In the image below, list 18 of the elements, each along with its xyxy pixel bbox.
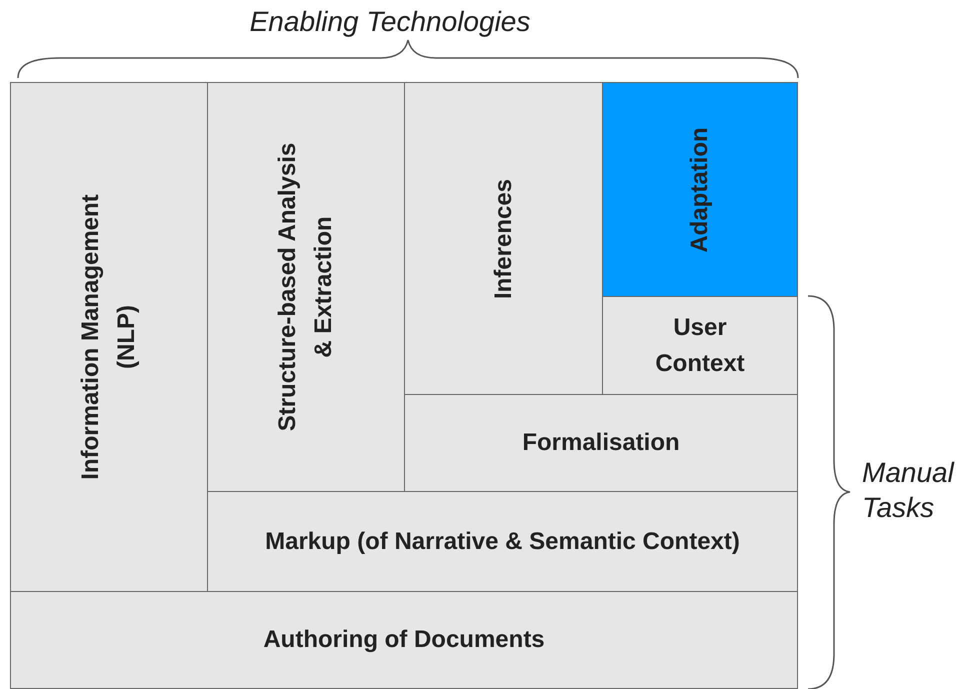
layer-box (602, 82, 798, 297)
brace-label: Enabling Technologies (248, 5, 532, 39)
layer-label: Inferences (488, 177, 518, 301)
layer-label: User Context (654, 312, 746, 378)
layer-box (404, 82, 603, 395)
layer-box (207, 491, 798, 592)
layer-box (207, 82, 405, 492)
layer-label: Authoring of Documents (262, 625, 546, 655)
layer-label: Markup (of Narrative & Semantic Context) (264, 526, 741, 556)
layer-box (602, 296, 798, 395)
layer-box (10, 82, 208, 592)
layer-label: Information Management (NLP) (76, 193, 141, 482)
layer-label: Structure-based Analysis & Extraction (273, 142, 338, 432)
layer-label: Formalisation (521, 428, 681, 458)
brace-label: Manual Tasks (862, 456, 956, 525)
layer-label: Adaptation (685, 126, 714, 254)
layer-box (10, 591, 798, 689)
layer-box (404, 394, 798, 492)
